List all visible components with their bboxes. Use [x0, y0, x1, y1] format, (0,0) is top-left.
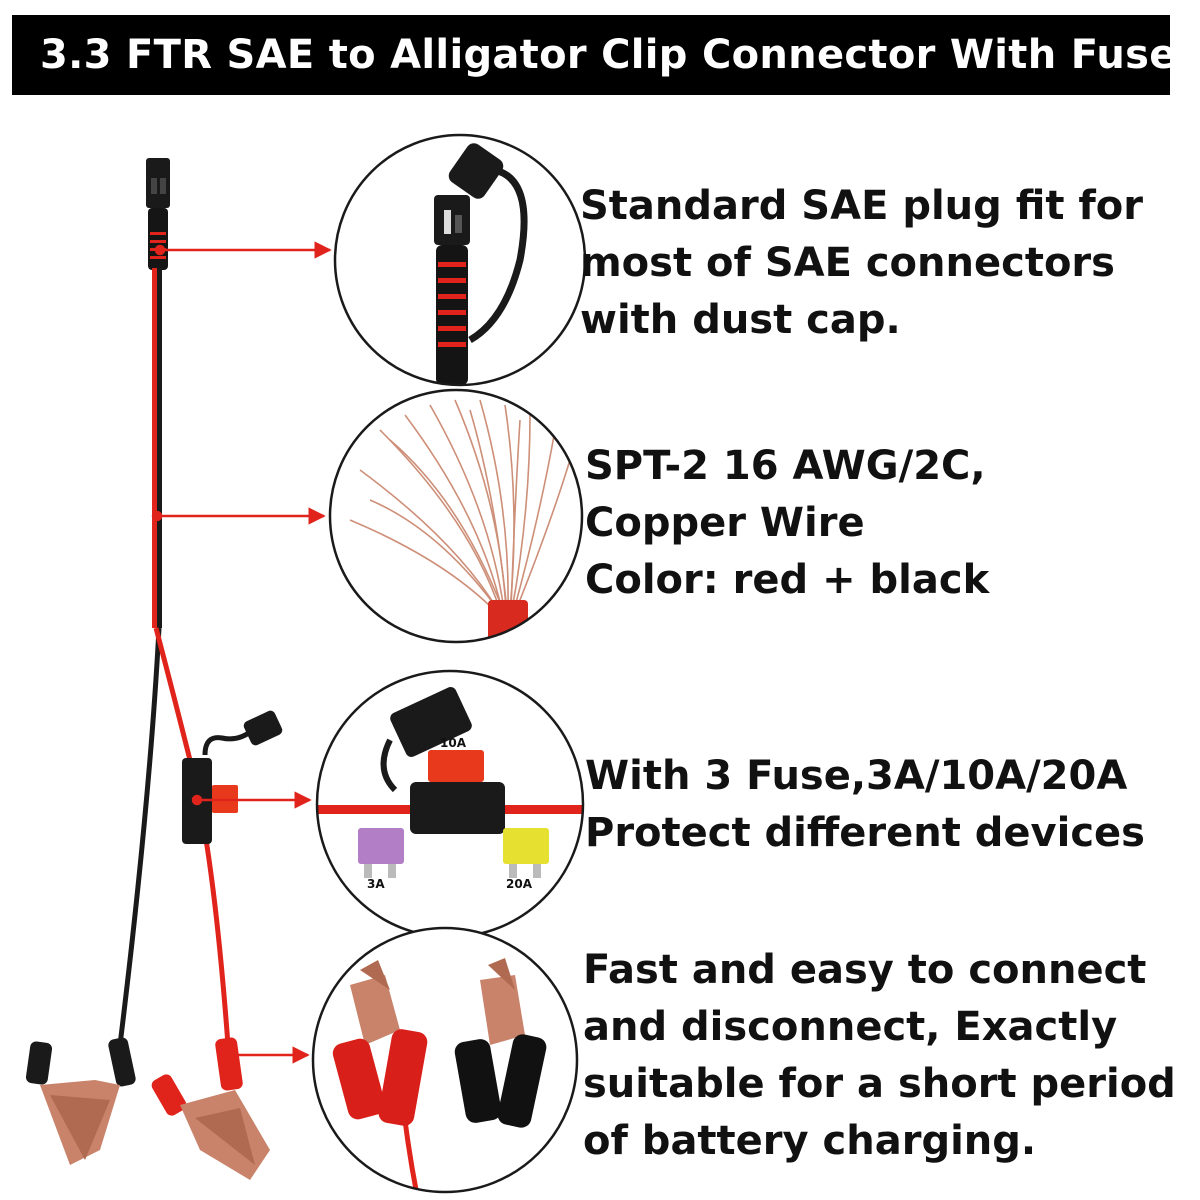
feature-line: most of SAE connectors — [580, 240, 1115, 286]
feature-line: Color: red + black — [585, 557, 990, 603]
feature-line: of battery charging. — [583, 1118, 1037, 1164]
red-clip-icon — [151, 1037, 270, 1180]
detail-circle-fuse: 10A 3A 20A — [315, 669, 585, 939]
feature-line: Protect different devices — [585, 810, 1145, 856]
sae-plug-icon — [146, 158, 170, 270]
title-banner: 3.3 FTR SAE to Alligator Clip Connector … — [12, 15, 1170, 95]
fuse-label-20a: 20A — [506, 877, 533, 891]
pointer-arrows — [151, 241, 332, 1064]
feature-line: With 3 Fuse,3A/10A/20A — [585, 753, 1128, 799]
detail-circle-alligator-clips — [311, 926, 579, 1194]
feature-text-sae-plug: Standard SAE plug fit for most of SAE co… — [580, 178, 1143, 349]
fuse-holder-icon — [182, 710, 283, 844]
feature-line: with dust cap. — [580, 297, 901, 343]
cable-assembly — [25, 158, 283, 1180]
black-clip-icon — [25, 1037, 136, 1165]
feature-line: Fast and easy to connect — [583, 947, 1147, 993]
fuse-label-3a: 3A — [367, 877, 385, 891]
feature-line: SPT-2 16 AWG/2C, — [585, 443, 986, 489]
feature-text-alligator-clips: Fast and easy to connect and disconnect,… — [583, 942, 1176, 1170]
feature-line: and disconnect, Exactly — [583, 1004, 1118, 1050]
fuse-label-10a: 10A — [440, 736, 467, 750]
feature-text-copper-wire: SPT-2 16 AWG/2C, Copper Wire Color: red … — [585, 438, 989, 609]
feature-line: Copper Wire — [585, 500, 865, 546]
detail-circle-copper-wire — [328, 388, 584, 644]
feature-line: Standard SAE plug fit for — [580, 183, 1144, 229]
page-title: 3.3 FTR SAE to Alligator Clip Connector … — [40, 32, 1170, 78]
feature-line: suitable for a short period — [583, 1061, 1176, 1107]
feature-text-fuse: With 3 Fuse,3A/10A/20A Protect different… — [585, 748, 1145, 862]
detail-circle-sae-plug — [333, 133, 587, 387]
